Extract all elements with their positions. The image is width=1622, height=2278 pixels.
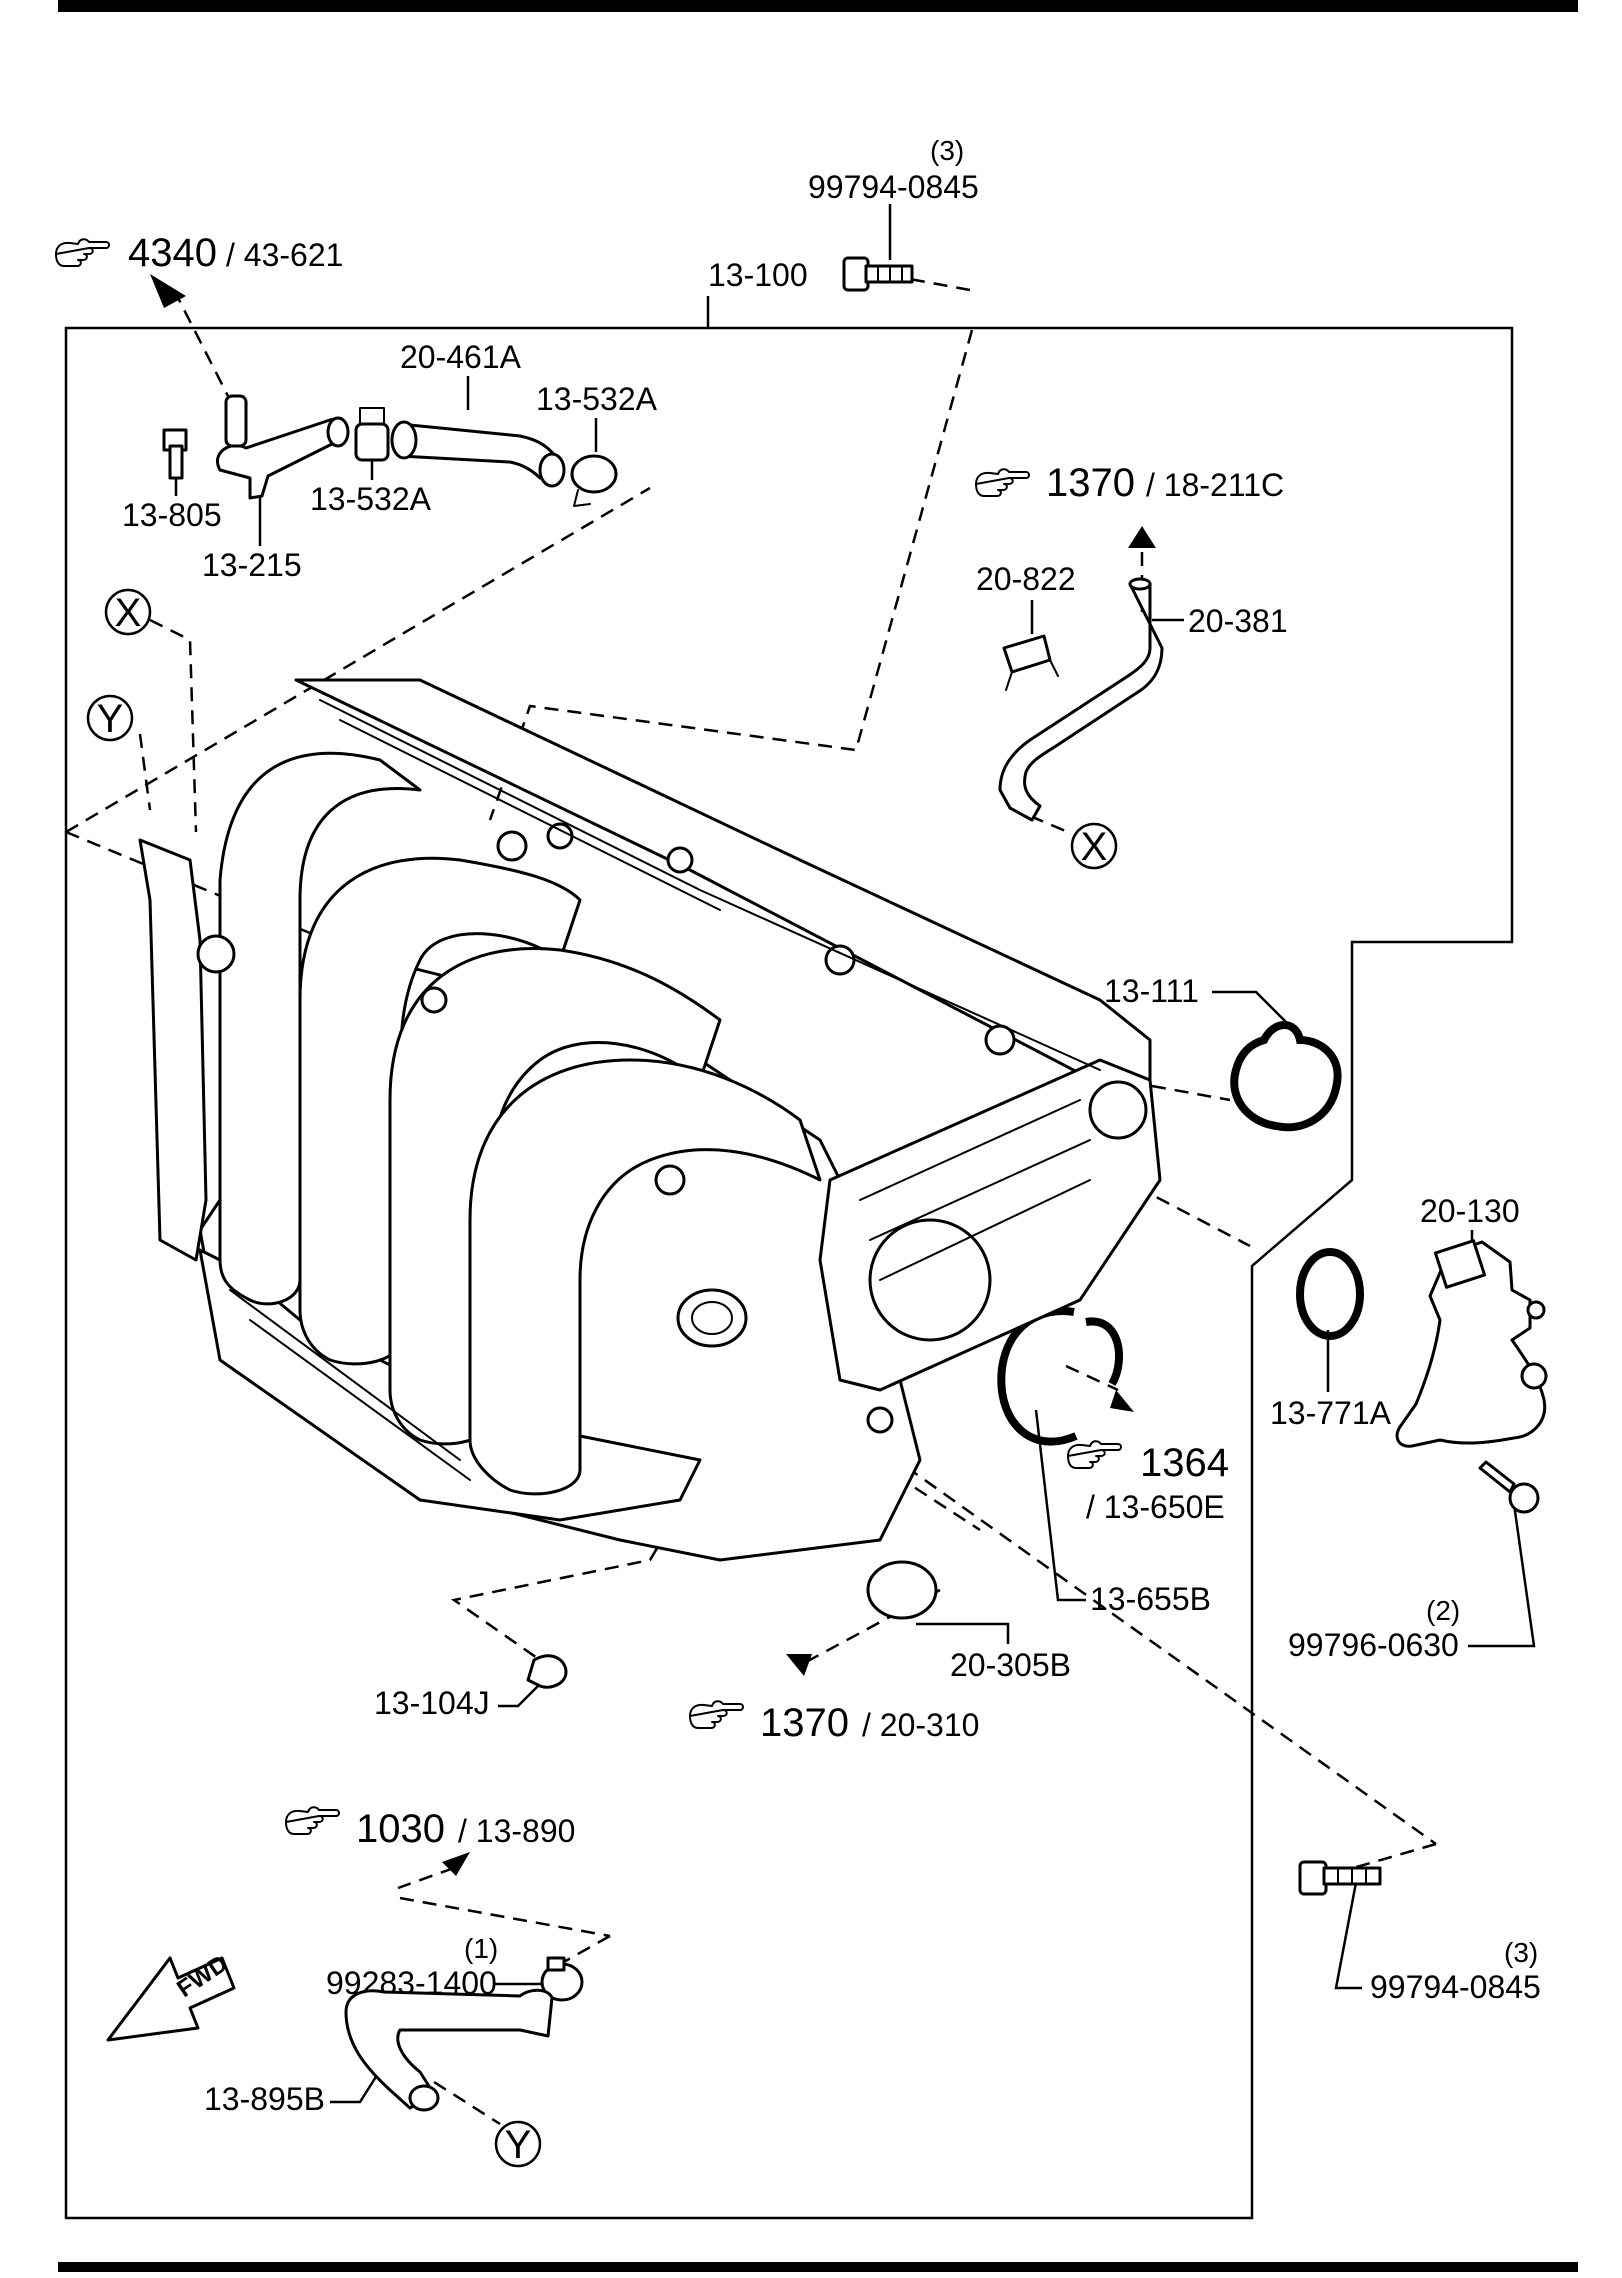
- label-20-461a: 20-461A: [400, 339, 522, 375]
- oring-13-771a: [1296, 1248, 1364, 1340]
- svg-text:Y: Y: [97, 697, 124, 741]
- pointing-hand-icon: [689, 1700, 744, 1729]
- label-13-895b: 13-895B: [204, 2081, 325, 2117]
- bolt-top: [842, 256, 914, 292]
- callout-x-top: X: [104, 588, 152, 636]
- assembly-frame: [64, 326, 1514, 2220]
- callout-y-left: Y: [86, 694, 134, 742]
- callout-y-bottom: Y: [494, 2120, 542, 2168]
- label-20-822: 20-822: [976, 561, 1076, 597]
- label-bolt-top: 99794-0845: [808, 169, 979, 205]
- ref-4340-sub: / 43-621: [226, 237, 343, 273]
- label-screw-qty: (2): [1426, 1595, 1460, 1626]
- ref-1364-sub: / 13-650E: [1086, 1489, 1225, 1525]
- plug-20-305b: [866, 1560, 938, 1620]
- clamp-13-532a-left: [354, 407, 390, 462]
- fitting-13-215: [216, 394, 350, 500]
- hose-20-461a: [390, 420, 566, 488]
- pointing-hand-icon: [975, 468, 1030, 497]
- clamp-99283-1400: [540, 1956, 584, 2002]
- ref-1370-top: 1370: [1046, 461, 1135, 505]
- label-clamp-qty: (1): [464, 1933, 498, 1964]
- label-bolt-top-qty: (3): [930, 135, 964, 166]
- label-bolt-bottom: 99794-0845: [1370, 1969, 1541, 2005]
- label-13-771a: 13-771A: [1270, 1395, 1392, 1431]
- clamp-13-532a-right: [570, 454, 618, 507]
- ref-1030-sub: / 13-890: [458, 1813, 575, 1849]
- screw-99796-0630: [1478, 1460, 1540, 1514]
- label-13-215: 13-215: [202, 547, 302, 583]
- gasket-13-655b: [997, 1307, 1123, 1446]
- callout-x-right: X: [1070, 822, 1118, 870]
- label-13-805: 13-805: [122, 497, 222, 533]
- label-20-381: 20-381: [1188, 603, 1288, 639]
- cap-13-104j: [526, 1654, 568, 1689]
- intake-manifold-13-100: [138, 678, 1162, 1562]
- top-rule: [58, 0, 1578, 12]
- ref-1370-bottom: 1370: [760, 1701, 849, 1745]
- label-13-532a-left: 13-532A: [310, 481, 432, 517]
- svg-text:X: X: [1081, 825, 1108, 869]
- label-13-104j: 13-104J: [374, 1685, 490, 1721]
- label-20-130: 20-130: [1420, 1193, 1520, 1229]
- ref-1370-bottom-sub: / 20-310: [862, 1707, 979, 1743]
- gasket-13-111: [1230, 1021, 1342, 1132]
- label-13-655b: 13-655B: [1090, 1581, 1211, 1617]
- label-bolt-bottom-qty: (3): [1504, 1937, 1538, 1968]
- hose-20-381: [998, 577, 1164, 822]
- label-13-532a-right: 13-532A: [536, 381, 658, 417]
- bolt-13-805: [162, 428, 188, 480]
- label-20-305b: 20-305B: [950, 1647, 1071, 1683]
- bolt-bottom: [1298, 1860, 1382, 1896]
- pointing-hand-icon: [55, 238, 110, 267]
- label-13-100: 13-100: [708, 257, 808, 293]
- ref-4340: 4340: [128, 231, 217, 275]
- ref-1030: 1030: [356, 1807, 445, 1851]
- ref-1370-top-sub: / 18-211C: [1146, 467, 1284, 503]
- valve-20-130: [1395, 1239, 1548, 1448]
- label-99796-0630: 99796-0630: [1288, 1627, 1459, 1663]
- svg-text:Y: Y: [505, 2123, 532, 2167]
- hose-13-895b: [344, 1988, 554, 2112]
- bottom-rule: [58, 2262, 1578, 2272]
- svg-text:X: X: [115, 591, 142, 635]
- fwd-arrow-icon: FWD: [106, 1950, 236, 2042]
- label-13-111: 13-111: [1104, 973, 1199, 1009]
- pointing-hand-icon: [285, 1806, 340, 1835]
- pointing-hand-icon: [1067, 1440, 1122, 1469]
- clip-20-822: [1002, 634, 1059, 691]
- ref-1364: 1364: [1140, 1441, 1229, 1485]
